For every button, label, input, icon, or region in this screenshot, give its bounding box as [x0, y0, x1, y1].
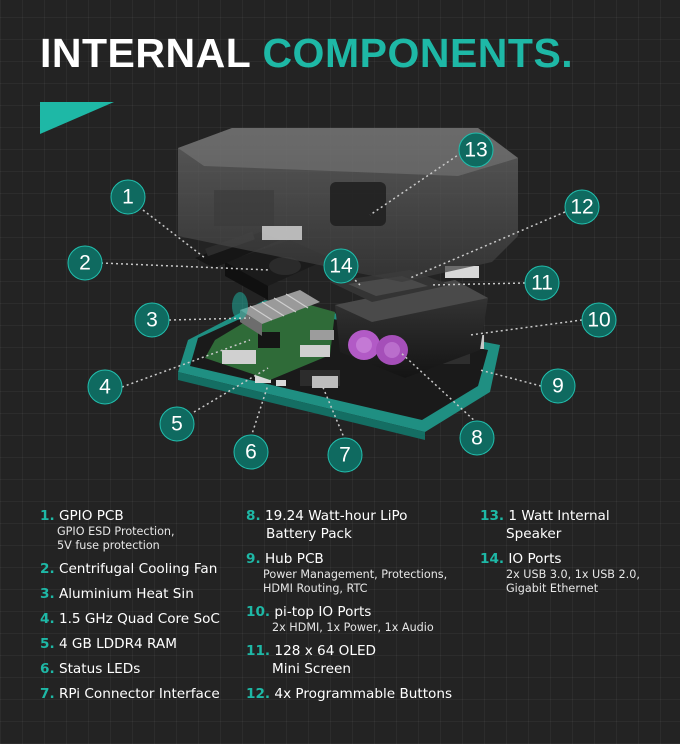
callout-14: 14: [323, 248, 359, 284]
legend-desc: HDMI Routing, RTC: [263, 582, 368, 595]
legend-name-line2: Speaker: [506, 526, 562, 542]
exploded-view-diagram: 1 2 3 4 5 6 7 8 9 10 11 12 13 14: [67, 128, 617, 473]
legend-number: 7.: [40, 686, 55, 702]
legend-name: 1.5 GHz Quad Core SoC: [58, 611, 220, 627]
callout-3-number: 3: [146, 309, 158, 332]
legend-number: 14.: [480, 551, 505, 567]
chevron-decoration-icon: [40, 102, 114, 134]
legend-item-6: 6. Status LEDs: [40, 660, 220, 678]
legend-name: Centrifugal Cooling Fan: [58, 561, 218, 577]
legend-number: 3.: [40, 586, 55, 602]
callout-8-number: 8: [471, 427, 483, 450]
callout-8: 8: [459, 420, 495, 456]
legend-desc: GPIO ESD Protection,: [57, 525, 175, 538]
callout-6: 6: [233, 434, 269, 470]
legend-item-11: 11. 128 x 64 OLED Mini Screen: [246, 642, 452, 678]
page-title: INTERNAL COMPONENTS.: [40, 30, 573, 77]
legend-number: 11.: [246, 643, 271, 659]
legend-name: Aluminium Heat Sin: [58, 586, 194, 602]
callout-11: 11: [524, 265, 560, 301]
callout-7: 7: [327, 437, 363, 473]
heat-sink: [232, 290, 320, 336]
callout-4: 4: [87, 369, 123, 405]
legend-item-4: 4. 1.5 GHz Quad Core SoC: [40, 610, 220, 628]
legend-name: GPIO PCB: [58, 508, 124, 524]
legend-desc: Power Management, Protections,: [263, 568, 448, 581]
legend-name: 4x Programmable Buttons: [274, 686, 453, 702]
legend-name: 19.24 Watt-hour LiPo: [264, 508, 408, 524]
legend-item-2: 2. Centrifugal Cooling Fan: [40, 560, 220, 578]
callout-5-number: 5: [171, 413, 183, 436]
legend-number: 6.: [40, 661, 55, 677]
legend-column-1: 1. GPIO PCB GPIO ESD Protection, 5V fuse…: [40, 507, 220, 710]
legend-item-13: 13. 1 Watt Internal Speaker: [480, 507, 640, 543]
legend-number: 8.: [246, 508, 261, 524]
legend-desc: 2x USB 3.0, 1x USB 2.0,: [506, 568, 640, 581]
legend-name-line2: Mini Screen: [272, 661, 351, 677]
callout-3: 3: [134, 302, 170, 338]
legend-desc: 5V fuse protection: [57, 539, 160, 552]
callout-11-number: 11: [531, 272, 553, 295]
legend-name-line2: Battery Pack: [266, 526, 352, 542]
callout-2-number: 2: [79, 252, 91, 275]
callout-1-number: 1: [122, 186, 134, 209]
callout-14-number: 14: [329, 255, 353, 278]
legend-item-3: 3. Aluminium Heat Sin: [40, 585, 220, 603]
callout-12: 12: [564, 189, 600, 225]
legend-desc: Gigabit Ethernet: [506, 582, 599, 595]
callout-markers: 1 2 3 4 5 6 7 8 9 10 11 12 13 14: [67, 132, 617, 473]
callout-2: 2: [67, 245, 103, 281]
callout-13: 13: [458, 132, 494, 168]
legend-name: Status LEDs: [58, 661, 141, 677]
legend-item-10: 10. pi-top IO Ports 2x HDMI, 1x Power, 1…: [246, 603, 452, 635]
callout-13-number: 13: [464, 139, 487, 162]
legend-number: 5.: [40, 636, 55, 652]
legend-column-2: 8. 19.24 Watt-hour LiPo Battery Pack 9. …: [246, 507, 452, 710]
legend-item-5: 5. 4 GB LDDR4 RAM: [40, 635, 220, 653]
legend-item-1: 1. GPIO PCB GPIO ESD Protection, 5V fuse…: [40, 507, 220, 553]
raspberry-pi-board: [205, 298, 335, 380]
callout-7-number: 7: [339, 444, 351, 467]
callout-12-number: 12: [570, 196, 593, 219]
callout-9: 9: [540, 368, 576, 404]
callout-1: 1: [110, 179, 146, 215]
legend-number: 4.: [40, 611, 55, 627]
battery-pack: [335, 280, 488, 378]
callout-4-number: 4: [99, 376, 111, 399]
legend-desc: 2x HDMI, 1x Power, 1x Audio: [272, 621, 434, 634]
legend-item-12: 12. 4x Programmable Buttons: [246, 685, 452, 703]
legend-name: 128 x 64 OLED: [274, 643, 377, 659]
callout-6-number: 6: [245, 441, 257, 464]
legend-name: Hub PCB: [264, 551, 324, 567]
callout-9-number: 9: [552, 375, 564, 398]
legend-name: RPi Connector Interface: [58, 686, 220, 702]
legend-item-14: 14. IO Ports 2x USB 3.0, 1x USB 2.0, Gig…: [480, 550, 640, 596]
legend-number: 12.: [246, 686, 271, 702]
callout-10: 10: [581, 302, 617, 338]
leader-lines: [100, 152, 583, 441]
legend-number: 1.: [40, 508, 55, 524]
callout-10-number: 10: [587, 309, 610, 332]
legend-name: pi-top IO Ports: [274, 604, 372, 620]
legend-name: 1 Watt Internal: [508, 508, 610, 524]
title-part1: INTERNAL: [40, 30, 251, 76]
title-part2: COMPONENTS.: [262, 30, 574, 76]
legend-number: 9.: [246, 551, 261, 567]
top-case: [178, 128, 518, 282]
legend-item-7: 7. RPi Connector Interface: [40, 685, 220, 703]
legend-column-3: 13. 1 Watt Internal Speaker 14. IO Ports…: [480, 507, 640, 603]
legend-item-9: 9. Hub PCB Power Management, Protections…: [246, 550, 452, 596]
legend-name: IO Ports: [508, 551, 562, 567]
legend-number: 10.: [246, 604, 271, 620]
legend-item-8: 8. 19.24 Watt-hour LiPo Battery Pack: [246, 507, 452, 543]
callout-5: 5: [159, 406, 195, 442]
legend-name: 4 GB LDDR4 RAM: [58, 636, 177, 652]
legend-number: 2.: [40, 561, 55, 577]
legend-number: 13.: [480, 508, 505, 524]
